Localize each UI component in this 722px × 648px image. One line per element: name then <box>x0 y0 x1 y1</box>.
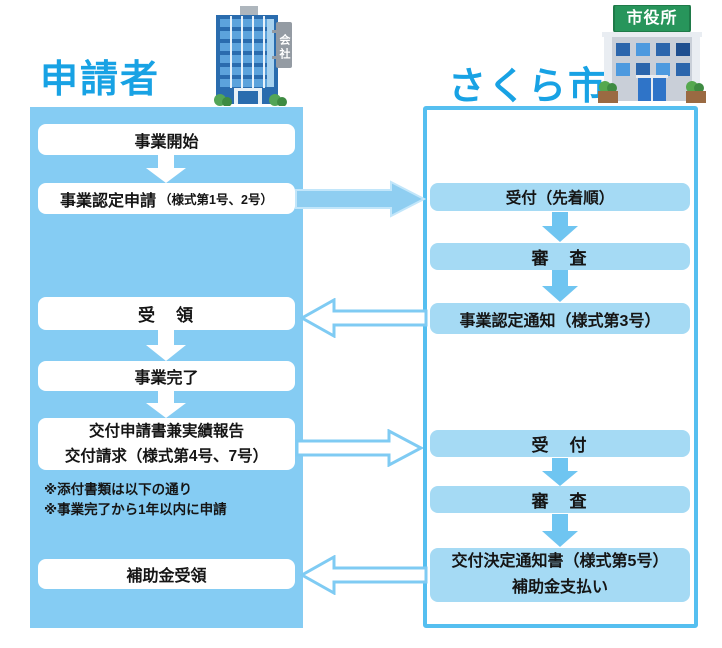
note-deadline: ※事業完了から1年以内に申請 <box>44 502 227 517</box>
step-receipt: 受 領 <box>38 297 295 330</box>
step-certification-application: 事業認定申請 （様式第1号、2号） <box>38 183 295 214</box>
step-certification-notice-label: 事業認定通知（様式第3号） <box>459 312 661 330</box>
step-reception-first-come: 受付（先着順） <box>430 183 690 211</box>
step-reception-2: 受 付 <box>430 430 690 457</box>
company-sign-label: 会社 <box>278 33 290 62</box>
city-hall-building-icon <box>598 5 706 103</box>
step-grant-decision-payment: 交付決定通知書（様式第5号） 補助金支払い <box>430 548 690 602</box>
step-certification-application-label: 事業認定申請 <box>60 192 157 210</box>
step-certification-notice: 事業認定通知（様式第3号） <box>430 303 690 334</box>
city-hall-sign-label: 市役所 <box>626 10 678 27</box>
step-subsidy-receipt-label: 補助金受領 <box>126 568 207 585</box>
step-grant-decision-line1: 交付決定通知書（様式第5号） <box>451 553 669 570</box>
arrow-application-to-city <box>295 180 426 218</box>
arrow-notice-to-applicant <box>300 298 428 338</box>
step-reception-first-come-label: 受付（先着順） <box>505 190 615 207</box>
step-grant-application-line1: 交付申請書兼実績報告 <box>88 423 244 440</box>
step-subsidy-receipt: 補助金受領 <box>38 559 295 589</box>
step-reception-2-label: 受 付 <box>531 436 589 455</box>
step-grant-application-line2: 交付請求（様式第4号、7号） <box>64 448 269 465</box>
step-certification-application-forms: （様式第1号、2号） <box>159 193 273 207</box>
step-business-complete: 事業完了 <box>38 361 295 391</box>
step-business-start: 事業開始 <box>38 124 295 155</box>
down-arrow-icon <box>542 514 578 547</box>
company-building-icon <box>214 6 292 106</box>
down-arrow-icon <box>146 391 186 418</box>
arrow-payment-to-applicant <box>300 555 428 595</box>
arrow-grant-request-to-city <box>295 429 423 467</box>
down-arrow-icon <box>146 155 186 183</box>
step-review-1: 審 査 <box>430 243 690 270</box>
step-review-2: 審 査 <box>430 486 690 513</box>
step-review-1-label: 審 査 <box>531 249 589 268</box>
step-grant-decision-line2: 補助金支払い <box>511 579 608 596</box>
down-arrow-icon <box>146 330 186 361</box>
city-title: さくら市 <box>448 66 609 108</box>
step-business-complete-label: 事業完了 <box>134 370 199 387</box>
down-arrow-icon <box>542 212 578 242</box>
note-attachments: ※添付書類は以下の通り <box>44 482 193 497</box>
applicant-title: 申請者 <box>40 59 161 101</box>
down-arrow-icon <box>542 458 578 486</box>
down-arrow-icon <box>542 270 578 302</box>
step-receipt-label: 受 領 <box>138 306 195 325</box>
step-business-start-label: 事業開始 <box>134 133 199 151</box>
step-grant-application: 交付申請書兼実績報告 交付請求（様式第4号、7号） <box>38 418 295 470</box>
step-review-2-label: 審 査 <box>531 492 589 511</box>
